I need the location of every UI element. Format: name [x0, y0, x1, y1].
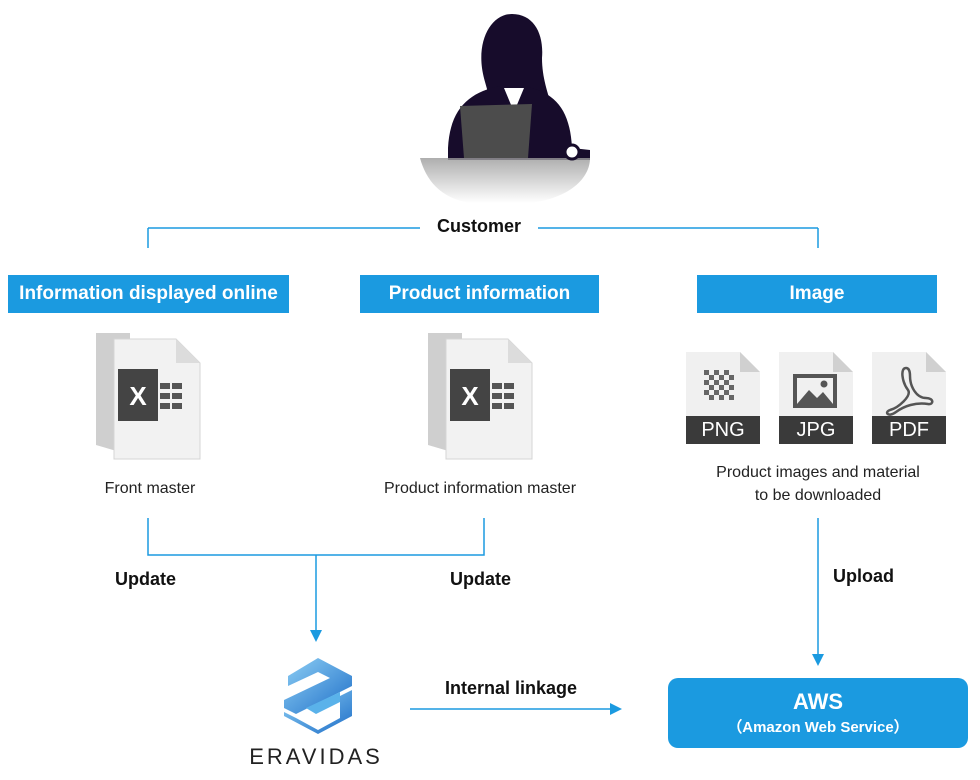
- excel-file-icon: X: [428, 333, 533, 460]
- svg-text:X: X: [129, 381, 147, 411]
- aws-title: AWS: [792, 689, 844, 714]
- eravidas-logo-icon: [284, 658, 352, 734]
- jpg-label: JPG: [796, 419, 836, 441]
- customer-label: Customer: [436, 216, 521, 236]
- update-bracket: [147, 518, 485, 556]
- pdf-label: PDF: [889, 419, 929, 441]
- category-label-information-online: Information displayed online: [8, 275, 289, 313]
- svg-text:X: X: [461, 381, 479, 411]
- internal-linkage-label: Internal linkage: [445, 678, 578, 698]
- png-label: PNG: [701, 419, 745, 441]
- aws-subtitle: （Amazon Web Service）: [727, 719, 909, 736]
- excel-file-icon: X: [96, 333, 201, 460]
- jpg-file-icon: JPG: [779, 352, 853, 444]
- customer-silhouette-icon: [420, 14, 590, 203]
- update-right-label: Update: [450, 569, 512, 589]
- update-left-label: Update: [115, 569, 177, 589]
- front-master-caption: Front master: [104, 480, 196, 497]
- category-label-image: Image: [697, 275, 937, 313]
- png-file-icon: PNG: [686, 352, 760, 444]
- product-info-master-caption: Product information master: [383, 480, 577, 497]
- aws-box: AWS （Amazon Web Service）: [668, 678, 968, 748]
- image-caption-line2: to be downloaded: [754, 487, 882, 504]
- image-caption-line1: Product images and material: [716, 464, 920, 481]
- upload-label: Upload: [833, 566, 894, 586]
- pdf-file-icon: PDF: [872, 352, 946, 444]
- eravidas-logo-text: ERAVIDAS: [249, 744, 383, 769]
- category-label-product-information: Product information: [360, 275, 599, 313]
